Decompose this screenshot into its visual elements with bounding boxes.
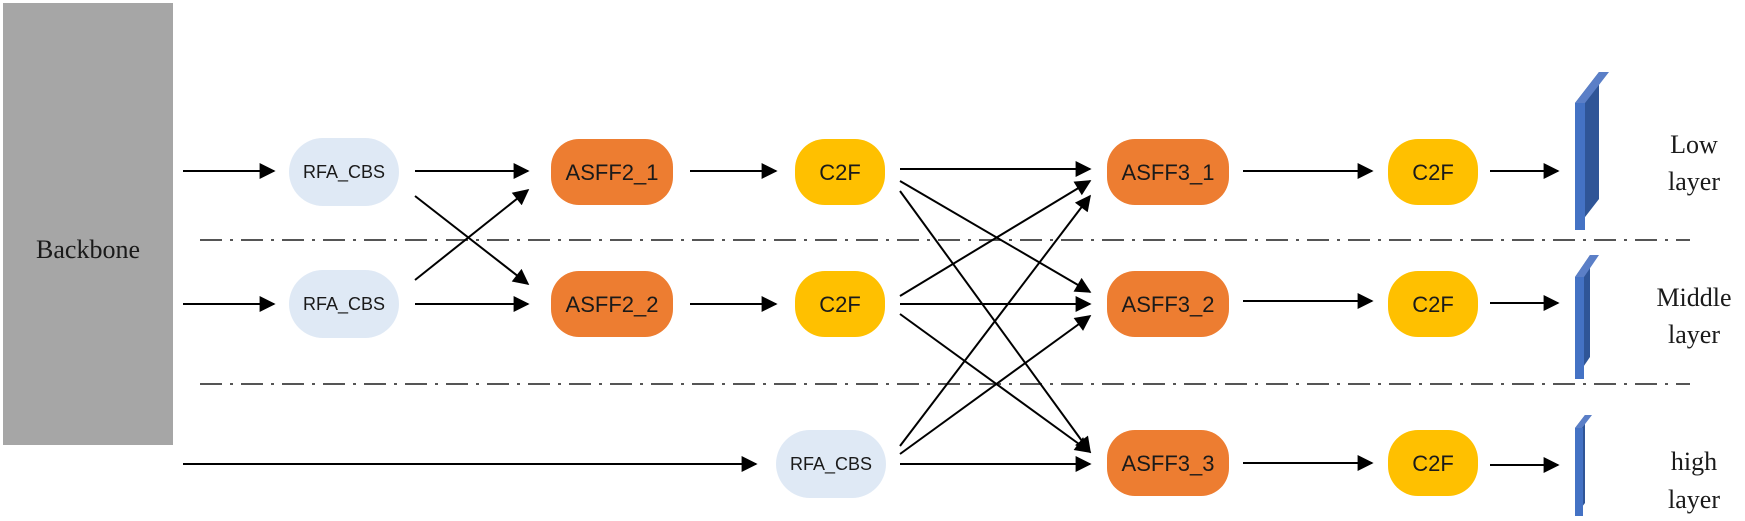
arrow-c2f2-asff3_3 xyxy=(899,313,1092,453)
asff3-label-2: ASFF3_2 xyxy=(1122,292,1215,317)
c2f-first-node-2 xyxy=(795,271,885,337)
rfa-cbs-node-2 xyxy=(289,270,399,338)
c2f-second-node-3 xyxy=(1388,430,1478,496)
arrow-rfa3-asff3_1 xyxy=(899,194,1091,447)
c2f-first-label-2: C2F xyxy=(819,292,861,317)
c2f-second-label-1: C2F xyxy=(1412,160,1454,185)
c2f-second-node-2 xyxy=(1388,271,1478,337)
asff2-node-1 xyxy=(551,139,673,205)
layer-label-low-line1: Low xyxy=(1670,130,1718,159)
rfa-cbs-label-3: RFA_CBS xyxy=(790,454,872,475)
asff3-node-1 xyxy=(1107,139,1229,205)
backbone-label: Backbone xyxy=(36,235,140,264)
rfa-cbs-label-2: RFA_CBS xyxy=(303,294,385,315)
arrow-rfa3-asff3_2 xyxy=(899,315,1092,455)
arrow-c2f2-asff3_1 xyxy=(899,180,1092,297)
output-feature-map-middle xyxy=(1575,255,1599,379)
rfa-cbs-node-3 xyxy=(776,430,886,498)
c2f-first-label-1: C2F xyxy=(819,160,861,185)
rfa-cbs-label-1: RFA_CBS xyxy=(303,162,385,183)
output-feature-map-low xyxy=(1575,72,1609,230)
asff2-node-2 xyxy=(551,271,673,337)
rfa-cbs-node-1 xyxy=(289,138,399,206)
asff2-label-1: ASFF2_1 xyxy=(566,160,659,185)
arrows xyxy=(183,161,1560,473)
output-feature-map-high xyxy=(1575,415,1592,516)
asff3-node-3 xyxy=(1107,430,1229,496)
layer-label-high-line1: high xyxy=(1671,447,1717,476)
layer-label-high-line2: layer xyxy=(1668,485,1720,514)
c2f-first-node-1 xyxy=(795,139,885,205)
asff3-label-3: ASFF3_3 xyxy=(1122,451,1215,476)
c2f-second-label-2: C2F xyxy=(1412,292,1454,317)
arrow-rfa1-asff2_2 xyxy=(414,195,530,285)
layer-label-low-line2: layer xyxy=(1668,167,1720,196)
asff3-node-2 xyxy=(1107,271,1229,337)
layer-label-middle-line2: layer xyxy=(1668,320,1720,349)
arrow-rfa2-asff2_1 xyxy=(414,189,530,281)
c2f-second-node-1 xyxy=(1388,139,1478,205)
asff3-label-1: ASFF3_1 xyxy=(1122,160,1215,185)
arrow-c2f1-asff3_2 xyxy=(899,180,1092,293)
asff2-label-2: ASFF2_2 xyxy=(566,292,659,317)
c2f-second-label-3: C2F xyxy=(1412,451,1454,476)
backbone-block xyxy=(3,3,173,445)
layer-label-middle-line1: Middle xyxy=(1656,283,1731,312)
